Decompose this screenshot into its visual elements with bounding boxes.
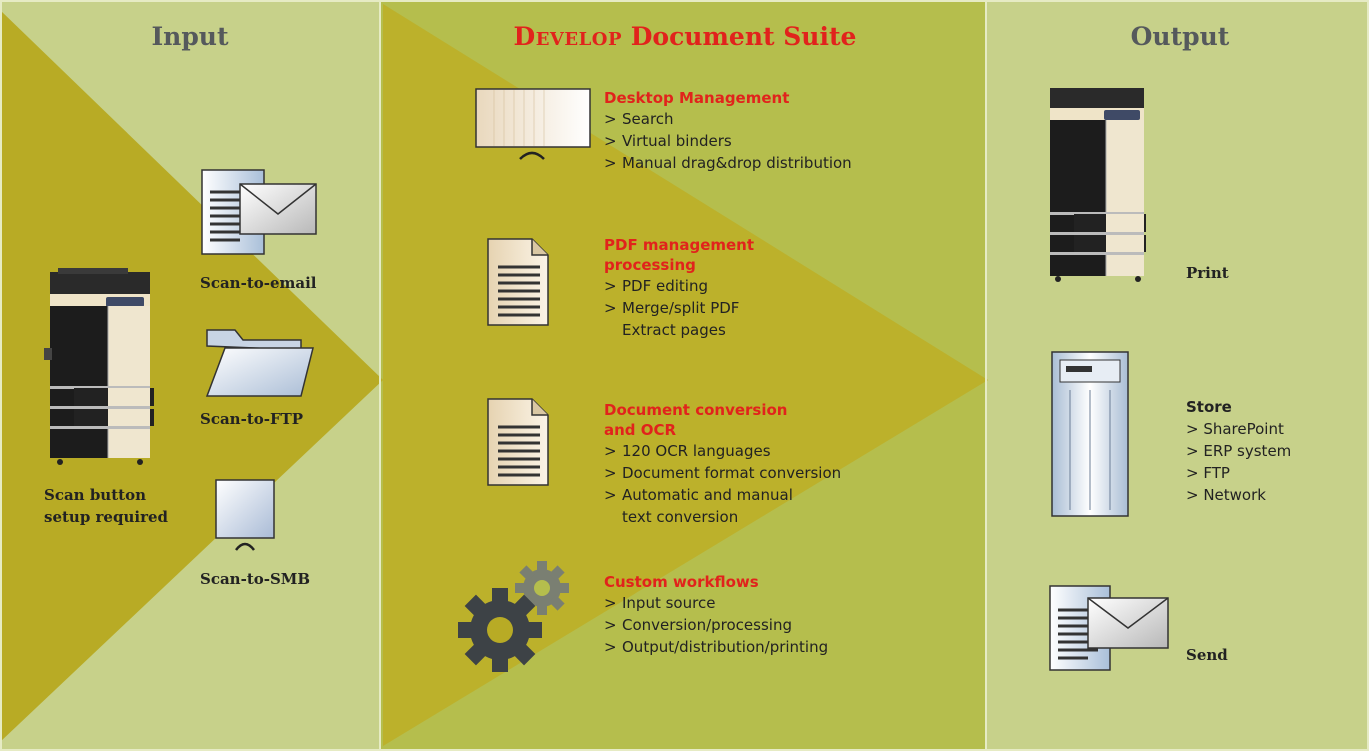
folder-icon	[205, 329, 314, 397]
suite-title-brand: Develop	[513, 22, 622, 51]
list-item: >Merge/split PDF	[604, 299, 740, 317]
output-title: Output	[1130, 22, 1230, 51]
section-document-conversion: Document conversion and OCR >120 OCR lan…	[604, 400, 841, 528]
section-list: >PDF editing >Merge/split PDF Extract pa…	[604, 275, 754, 341]
arrow-suite	[383, 4, 988, 746]
scan-button-label: Scan button setup required	[44, 484, 214, 528]
email-document-icon	[201, 169, 317, 255]
list-item: >Input source	[604, 594, 716, 612]
list-item: >Conversion/processing	[604, 616, 792, 634]
section-title-line-2: and OCR	[604, 421, 677, 439]
list-item: >Automatic and manual	[604, 486, 793, 504]
scan-button-line-2: setup required	[44, 508, 169, 526]
list-item: > FTP	[1186, 464, 1230, 482]
section-desktop-management: Desktop Management >Search >Virtual bind…	[604, 88, 852, 174]
pdf-document-icon	[487, 238, 549, 326]
section-pdf-management: PDF management processing >PDF editing >…	[604, 235, 754, 341]
print-printer-icon	[1050, 88, 1146, 282]
list-item: > ERP system	[1186, 442, 1292, 460]
list-item: >120 OCR languages	[604, 442, 771, 460]
server-tower-icon	[1051, 351, 1129, 517]
section-title: Custom workflows	[604, 573, 759, 591]
list-item-continuation: text conversion	[622, 508, 739, 526]
suite-title: Develop Document Suite	[440, 22, 930, 51]
list-item: >Manual drag&drop distribution	[604, 154, 852, 172]
input-title: Input	[151, 22, 229, 51]
scan-to-ftp-label: Scan-to-FTP	[200, 410, 304, 428]
desktop-monitor-icon	[475, 88, 591, 160]
arrow-input	[0, 10, 383, 742]
section-list: >Search >Virtual binders >Manual drag&dr…	[604, 108, 852, 174]
mfp-printer-icon	[44, 268, 154, 465]
store-block: Store > SharePoint > ERP system > FTP > …	[1186, 396, 1291, 506]
section-title-line-1: PDF management	[604, 236, 755, 254]
list-item: >Search	[604, 110, 674, 128]
list-item: >Document format conversion	[604, 464, 842, 482]
scan-to-smb-label: Scan-to-SMB	[200, 570, 311, 588]
monitor-icon	[215, 479, 275, 551]
section-custom-workflows: Custom workflows >Input source >Conversi…	[604, 572, 828, 658]
section-list: >Input source >Conversion/processing >Ou…	[604, 592, 828, 658]
section-title-line-1: Document conversion	[604, 401, 788, 419]
conversion-document-icon	[487, 398, 549, 486]
list-item: >Virtual binders	[604, 132, 732, 150]
section-list: >120 OCR languages >Document format conv…	[604, 440, 841, 528]
list-item: >PDF editing	[604, 277, 708, 295]
suite-title-rest: Document Suite	[630, 22, 857, 51]
scan-to-email-label: Scan-to-email	[200, 274, 317, 292]
send-document-icon	[1049, 585, 1169, 671]
scan-button-line-1: Scan button	[44, 486, 146, 504]
section-title-line-2: processing	[604, 256, 696, 274]
list-item: >Output/distribution/printing	[604, 638, 829, 656]
section-title: Desktop Management	[604, 89, 790, 107]
list-item: > Network	[1186, 486, 1266, 504]
print-label: Print	[1186, 264, 1229, 282]
list-item: > SharePoint	[1186, 420, 1284, 438]
store-title: Store	[1186, 398, 1232, 416]
gears-icon	[458, 561, 569, 672]
store-list: > SharePoint > ERP system > FTP > Networ…	[1186, 418, 1291, 506]
list-item-continuation: Extract pages	[622, 321, 726, 339]
send-label: Send	[1186, 646, 1228, 664]
